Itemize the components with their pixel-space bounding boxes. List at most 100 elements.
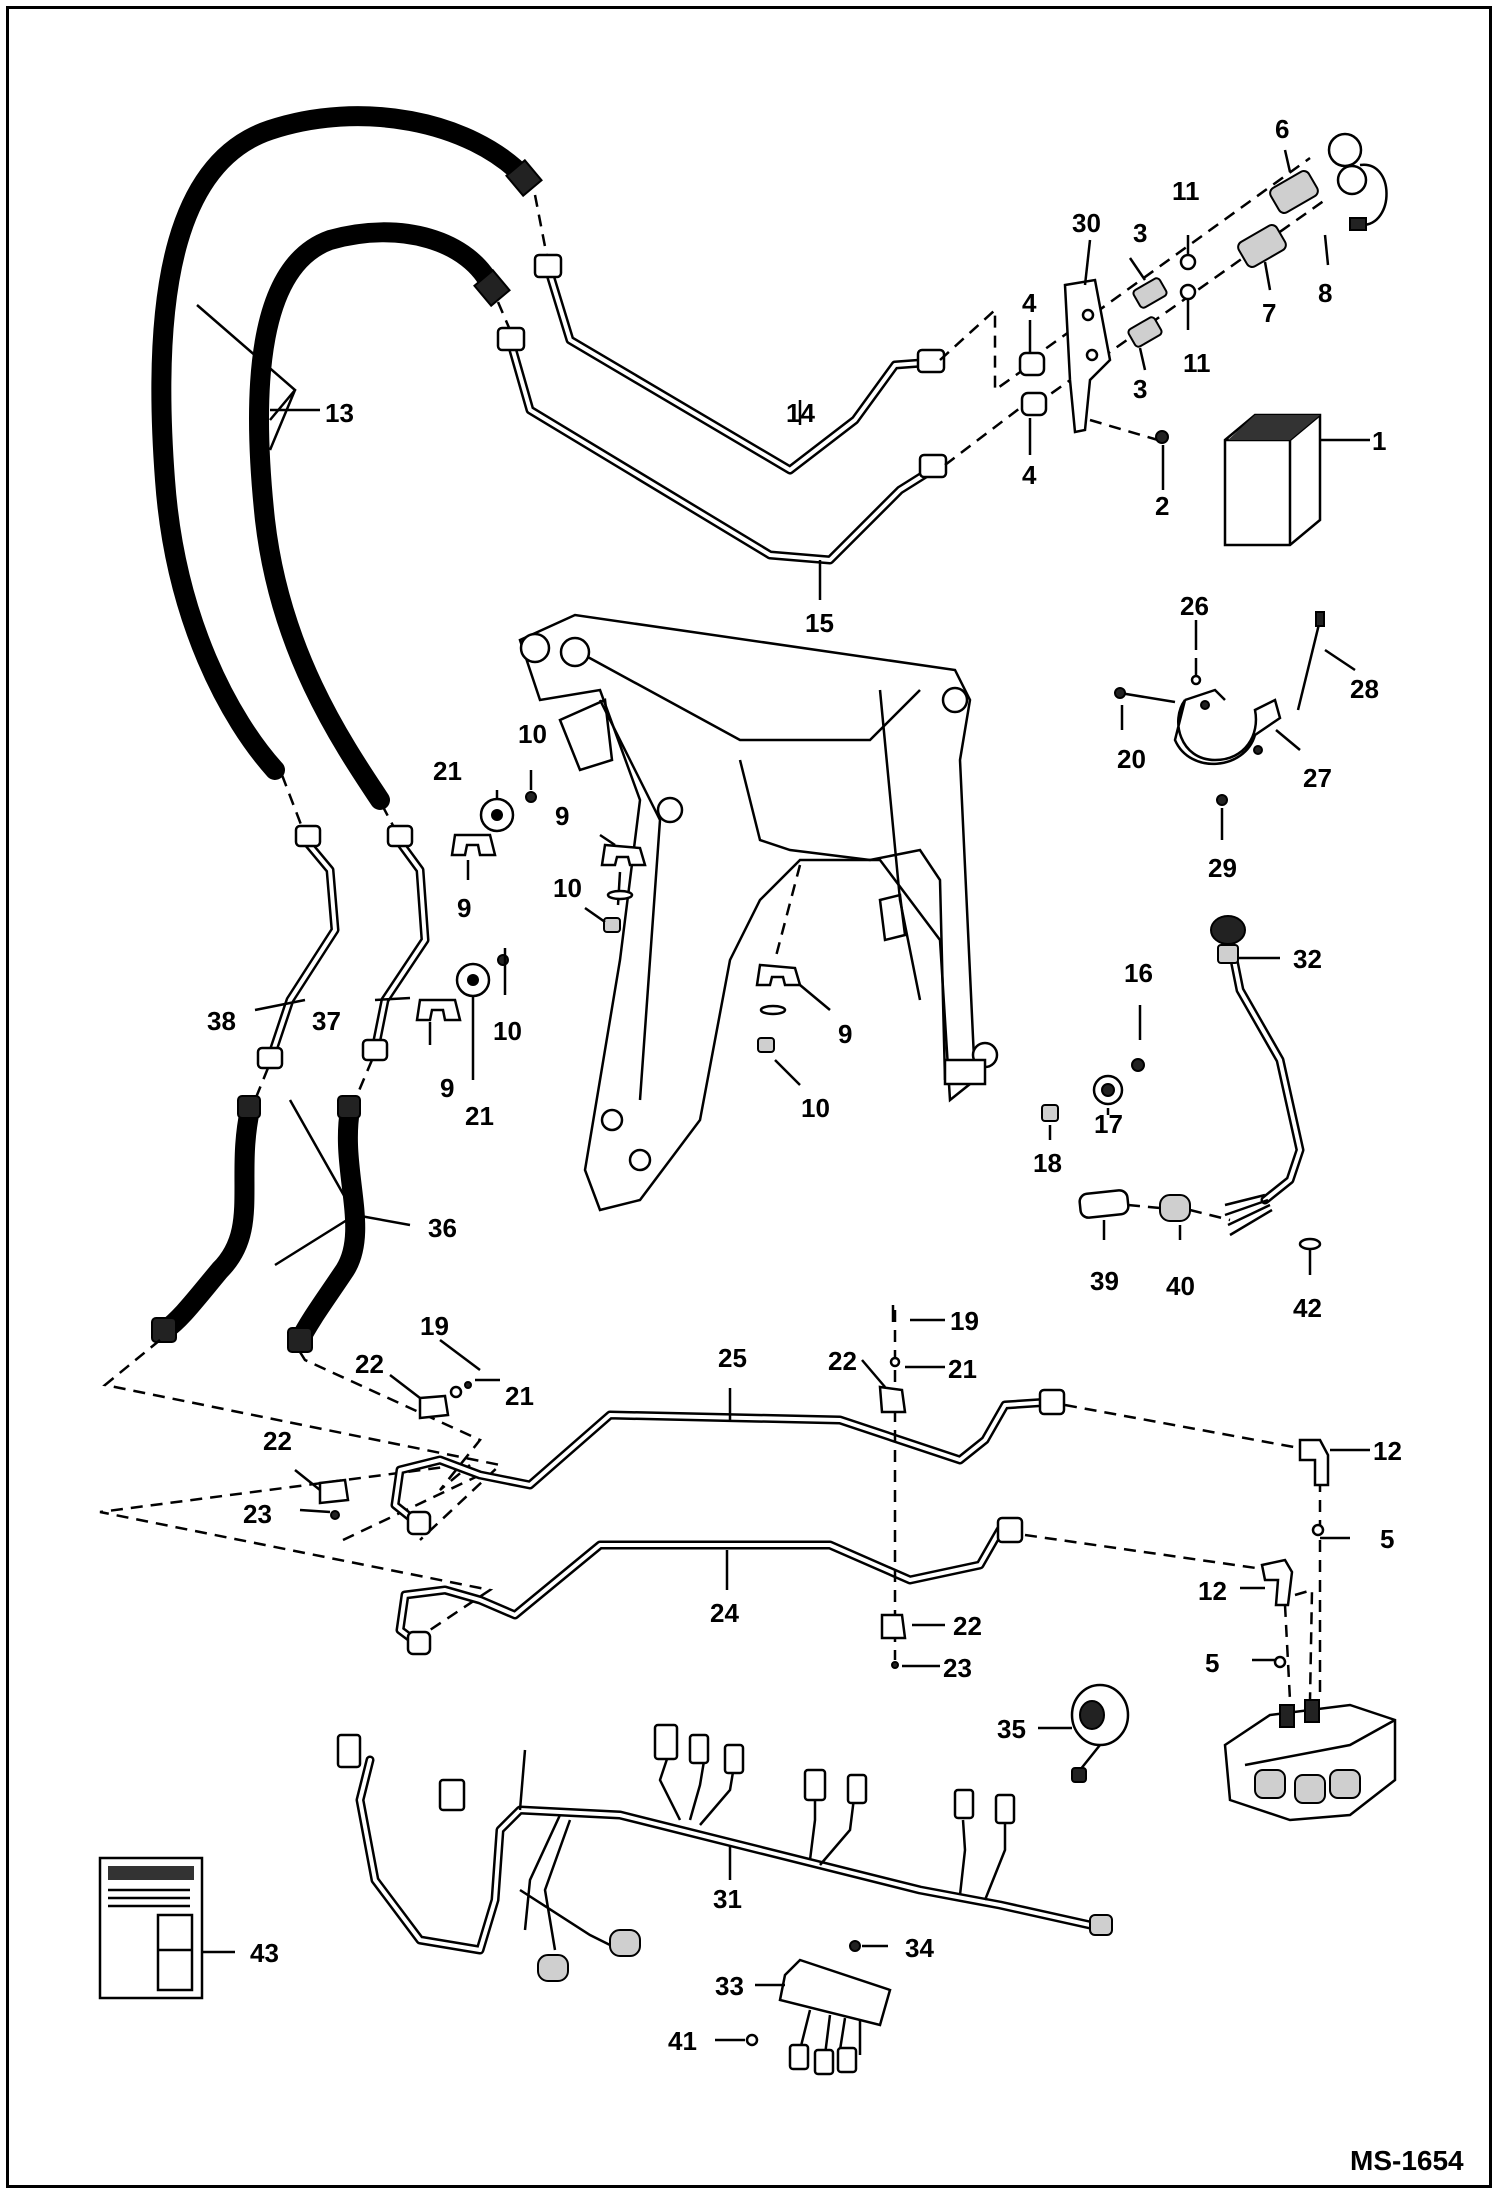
tube-15: [496, 326, 948, 565]
callout-21-b: 21: [465, 1101, 494, 1131]
nut-10-left-lower: [497, 954, 509, 966]
callout-10-c: 10: [493, 1016, 522, 1046]
callout-17: 17: [1094, 1109, 1123, 1139]
callout-3-lower: 3: [1133, 374, 1147, 404]
tube-25: [390, 1388, 1066, 1536]
hose-36-right: [287, 1095, 366, 1353]
pin-26: [1190, 658, 1202, 686]
bushing-39: [1078, 1189, 1130, 1219]
callout-22-a: 22: [355, 1349, 384, 1379]
cable-32: [1210, 915, 1305, 1237]
elbow-12-lower: [1260, 1558, 1294, 1607]
grommet-40: [1159, 1194, 1191, 1222]
bolt-19-lower-left: [464, 1381, 472, 1389]
callout-39: 39: [1090, 1266, 1119, 1296]
nut-16: [1131, 1058, 1145, 1072]
wire-harness-31: [336, 1723, 1113, 1982]
callout-26: 26: [1180, 591, 1209, 621]
callout-21-d: 21: [948, 1354, 977, 1384]
callout-10-a: 10: [518, 719, 547, 749]
oring-5-lower: [1273, 1655, 1287, 1669]
lift-arm: [518, 613, 999, 1212]
clamp-9-left-upper: [450, 833, 497, 857]
callout-23-b: 23: [943, 1653, 972, 1683]
callout-38: 38: [207, 1006, 236, 1036]
bracket-30: [1063, 278, 1112, 434]
callout-42: 42: [1293, 1293, 1322, 1323]
washer-21-center: [889, 1356, 901, 1368]
elbow-12-upper: [1298, 1438, 1330, 1487]
callout-22-d: 22: [953, 1611, 982, 1641]
callout-21-a: 21: [433, 756, 462, 786]
callout-12-lower: 12: [1198, 1576, 1227, 1606]
nut-10-left-upper: [525, 791, 537, 803]
clamp-9-left-lower: [415, 998, 462, 1022]
pin-42: [1298, 1237, 1322, 1251]
callout-25: 25: [718, 1343, 747, 1373]
decal-43: [98, 1856, 204, 2000]
bolt-18: [1041, 1104, 1059, 1122]
clamp-22-upper-left: [418, 1394, 450, 1420]
coupler-7: [1237, 224, 1287, 268]
callout-36: 36: [428, 1213, 457, 1243]
callout-27: 27: [1303, 763, 1332, 793]
manual-1: [1223, 413, 1322, 547]
nut-29: [1216, 794, 1228, 806]
callout-35: 35: [997, 1714, 1026, 1744]
cap-8: [1327, 132, 1388, 231]
callout-32: 32: [1293, 944, 1322, 974]
hose-13-outer: [151, 106, 535, 780]
clamp-22-lower-left: [318, 1478, 350, 1505]
tube-24: [395, 1516, 1024, 1656]
tube-38: [256, 824, 340, 1070]
nut-4-lower: [1020, 391, 1048, 417]
hose-13-end-fitting-2: [473, 268, 511, 308]
callout-2: 2: [1155, 491, 1169, 521]
diagram-frame: [6, 6, 1492, 2188]
bolt-23-lower-left: [330, 1510, 340, 1520]
callout-3-upper: 3: [1133, 218, 1147, 248]
callout-30: 30: [1072, 208, 1101, 238]
callout-9-a: 9: [457, 893, 471, 923]
callout-1: 1: [1372, 426, 1386, 456]
hose-13-inner: [248, 222, 502, 810]
callout-33: 33: [715, 1971, 744, 2001]
bolt-10-center-lower: [757, 864, 802, 1053]
tube-15-fitting-right: [918, 453, 948, 479]
coupler-6: [1269, 170, 1319, 214]
callout-8: 8: [1318, 278, 1332, 308]
solenoid-35: [1070, 1683, 1130, 1783]
clamp-9-center-lower: [755, 963, 802, 987]
tube-15-fitting-left: [496, 326, 526, 352]
callout-28: 28: [1350, 674, 1379, 704]
callout-41: 41: [668, 2026, 697, 2056]
oring-5-upper: [1311, 1523, 1325, 1537]
callout-13: 13: [325, 398, 354, 428]
callout-29: 29: [1208, 853, 1237, 883]
hose-13-end-fitting: [505, 158, 543, 198]
relay-board-33: [778, 1958, 892, 2076]
tube-14: [533, 253, 946, 475]
callout-40: 40: [1166, 1271, 1195, 1301]
fitting-3-upper: [1132, 277, 1168, 309]
callout-19-left: 19: [420, 1311, 449, 1341]
callout-9-d: 9: [440, 1073, 454, 1103]
callout-37: 37: [312, 1006, 341, 1036]
leader-lines: [196, 149, 1370, 2042]
callout-11-lower: 11: [1183, 348, 1211, 378]
bolt-10-center-upper: [603, 871, 634, 933]
callout-9-b: 9: [555, 801, 569, 831]
callout-21-c: 21: [505, 1381, 534, 1411]
bolt-23-center: [891, 1661, 899, 1669]
callout-14: 14: [786, 398, 815, 428]
clamp-22-center-lower: [880, 1613, 907, 1640]
callout-7: 7: [1262, 298, 1276, 328]
callout-12-upper: 12: [1373, 1436, 1402, 1466]
callout-18: 18: [1033, 1148, 1062, 1178]
callout-22-b: 22: [263, 1426, 292, 1456]
callout-11-upper: 11: [1172, 176, 1200, 206]
callout-24: 24: [710, 1598, 739, 1628]
callout-31: 31: [713, 1884, 742, 1914]
diagram-code: MS-1654: [1350, 2145, 1464, 2176]
